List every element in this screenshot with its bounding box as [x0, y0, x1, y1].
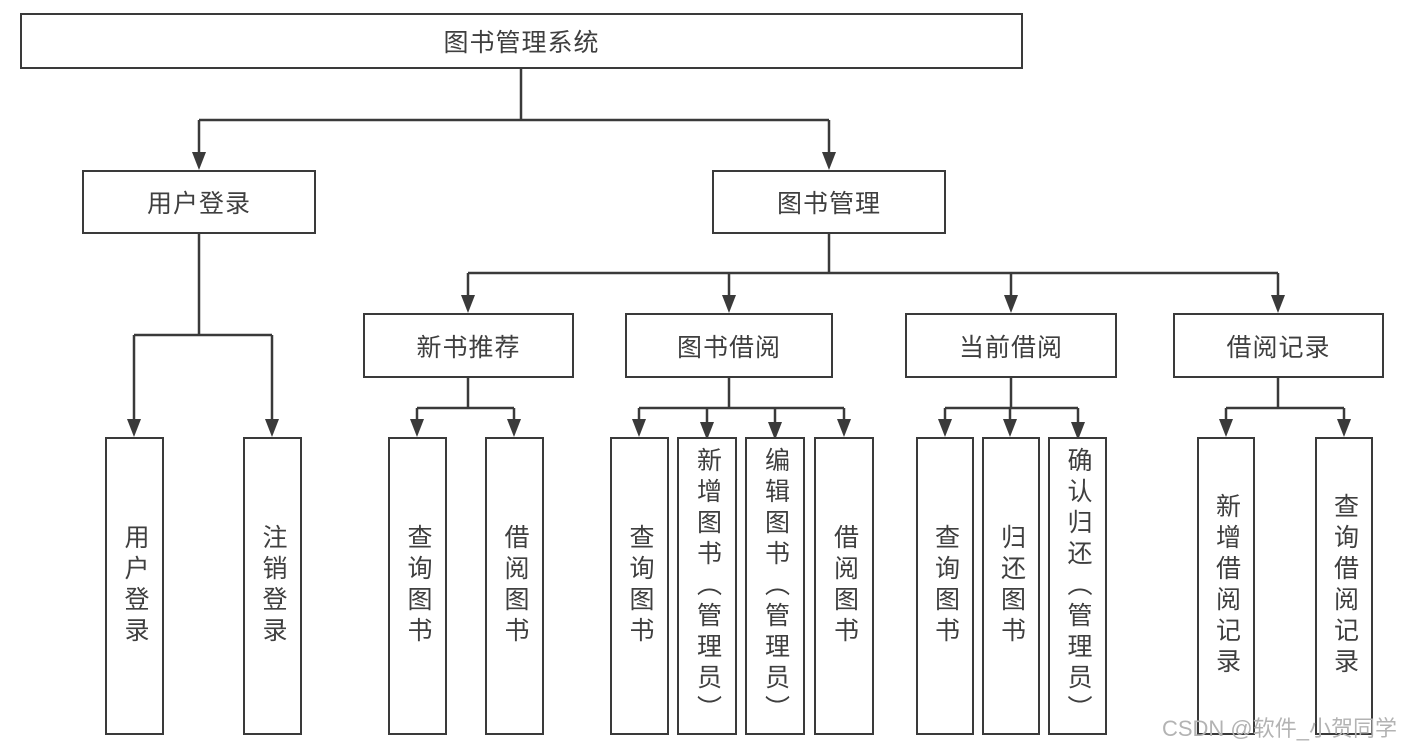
leaf-query-books-current-label: 查询图书 [931, 524, 960, 648]
csdn-watermark: CSDN @软件_小贺同学 [1161, 716, 1397, 741]
box-borrowing-records: 借阅记录 [1173, 313, 1384, 378]
box-current-borrowing-label: 当前借阅 [958, 333, 1063, 362]
leaf-return-book-label: 归还图书 [997, 524, 1026, 648]
leaf-add-book-admin: 新增图书（管理员） [677, 437, 737, 735]
leaf-query-books-recommend-label: 查询图书 [404, 524, 432, 648]
box-book-management-label: 图书管理 [776, 190, 881, 218]
leaf-query-books-borrowing: 查询图书 [610, 437, 669, 735]
box-borrowing-records-label: 借阅记录 [1226, 333, 1331, 362]
leaf-return-book: 归还图书 [982, 437, 1040, 735]
leaf-query-borrow-record-label: 查询借阅记录 [1330, 493, 1359, 679]
box-current-borrowing: 当前借阅 [905, 313, 1117, 378]
leaf-edit-book-admin-label: 编辑图书（管理员） [761, 446, 790, 726]
leaf-borrow-books: 借阅图书 [814, 437, 874, 735]
leaf-logout-label: 注销登录 [259, 524, 287, 648]
leaf-query-books-recommend: 查询图书 [388, 437, 447, 735]
box-user-login-label: 用户登录 [146, 190, 251, 218]
leaf-query-borrow-record: 查询借阅记录 [1315, 437, 1373, 735]
leaf-borrow-books-recommend-label: 借阅图书 [501, 524, 529, 648]
leaf-edit-book-admin: 编辑图书（管理员） [745, 437, 805, 735]
leaf-confirm-return-admin-label: 确认归还（管理员） [1064, 446, 1092, 726]
leaf-borrow-books-recommend: 借阅图书 [485, 437, 544, 735]
leaf-borrow-books-label: 借阅图书 [830, 524, 859, 648]
box-book-borrowing-label: 图书借阅 [676, 333, 781, 362]
box-user-login: 用户登录 [82, 170, 316, 234]
leaf-user-login-label: 用户登录 [121, 524, 149, 648]
leaf-add-borrow-record: 新增借阅记录 [1197, 437, 1255, 735]
leaf-logout: 注销登录 [243, 437, 302, 735]
leaf-confirm-return-admin: 确认归还（管理员） [1048, 437, 1107, 735]
box-library-management-system-label: 图书管理系统 [443, 29, 600, 57]
box-book-borrowing: 图书借阅 [625, 313, 833, 378]
box-book-management: 图书管理 [712, 170, 946, 234]
leaf-query-books-current: 查询图书 [916, 437, 974, 735]
box-new-book-recommend-label: 新书推荐 [416, 333, 521, 362]
leaf-add-borrow-record-label: 新增借阅记录 [1212, 493, 1241, 679]
box-library-management-system: 图书管理系统 [20, 13, 1023, 69]
leaf-add-book-admin-label: 新增图书（管理员） [693, 446, 722, 726]
leaf-user-login: 用户登录 [105, 437, 164, 735]
box-new-book-recommend: 新书推荐 [363, 313, 574, 378]
leaf-query-books-borrowing-label: 查询图书 [626, 524, 654, 648]
